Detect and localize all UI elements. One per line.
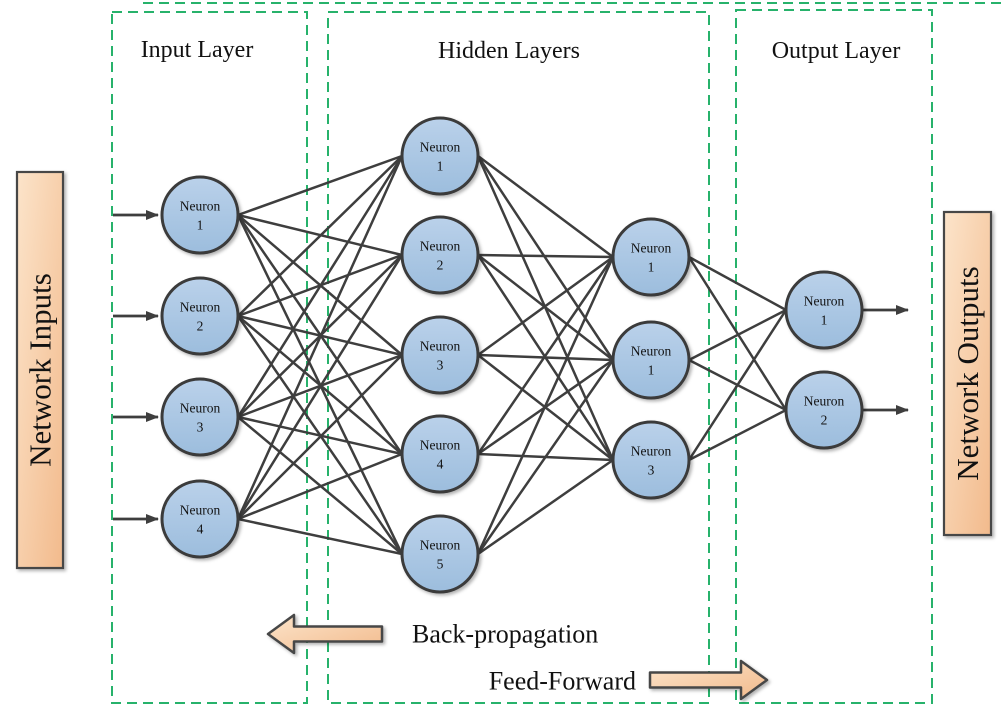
connection-line — [687, 255, 788, 312]
neuron-label: Neuron — [420, 339, 461, 354]
neuron-number: 3 — [648, 463, 655, 478]
connection-line — [687, 308, 788, 462]
neuron-number: 1 — [648, 363, 655, 378]
network-inputs-box — [15, 170, 65, 570]
neuron-number: 1 — [437, 159, 444, 174]
connection-line — [476, 255, 615, 456]
hidden-layer-1-neuron-circle — [400, 514, 480, 594]
neuron-label: Neuron — [420, 538, 461, 553]
neuron-number: 2 — [437, 258, 444, 273]
neuron-label: Neuron — [420, 438, 461, 453]
neuron-label: Neuron — [420, 239, 461, 254]
input-layer-neuron-circle — [160, 479, 240, 559]
neuron-label: Neuron — [180, 503, 221, 518]
layer-box-1 — [327, 11, 710, 704]
connection-line — [236, 154, 404, 217]
neuron-label: Neuron — [804, 294, 845, 309]
hidden-layer-1-neuron-circle — [400, 215, 480, 295]
connection-line — [236, 154, 404, 318]
connection-line — [236, 154, 404, 521]
side-box-label: Network Outputs — [950, 266, 985, 480]
hidden-layer-2-neuron-circle — [611, 320, 691, 400]
neuron-number: 3 — [437, 358, 444, 373]
neuron-number: 4 — [197, 522, 204, 537]
hidden-layer-1-neuron-circle — [400, 414, 480, 494]
connection-line — [476, 255, 615, 357]
neuron-label: Neuron — [631, 344, 672, 359]
connection-line — [236, 253, 404, 521]
connection-line — [687, 255, 788, 412]
layer-box-title: Input Layer — [141, 37, 254, 63]
hidden-layer-1-neuron-circle — [400, 315, 480, 395]
neuron-number: 4 — [437, 457, 444, 472]
hidden-layer-1-neuron-circle — [400, 116, 480, 196]
neuron-number: 1 — [821, 313, 828, 328]
input-layer-neuron-circle — [160, 276, 240, 356]
network-outputs-box — [942, 210, 993, 537]
neuron-label: Neuron — [804, 394, 845, 409]
neuron-number: 5 — [437, 557, 444, 572]
feed-forward-arrow-icon — [648, 659, 769, 701]
hidden-layer-2-neuron-circle — [611, 420, 691, 500]
neuron-label: Neuron — [631, 241, 672, 256]
neuron-label: Neuron — [631, 444, 672, 459]
connection-line — [236, 517, 404, 556]
layer-box-0 — [111, 11, 308, 704]
layer-box-2 — [735, 9, 933, 704]
neuron-number: 2 — [197, 319, 204, 334]
output-layer-neuron-circle — [784, 370, 864, 450]
neuron-label: Neuron — [180, 300, 221, 315]
flow-arrow-label: Feed-Forward — [489, 667, 636, 696]
input-layer-neuron-circle — [160, 175, 240, 255]
connection-line — [236, 154, 404, 419]
neuron-number: 3 — [197, 420, 204, 435]
neuron-label: Neuron — [420, 140, 461, 155]
flow-arrow-label: Back-propagation — [412, 620, 598, 649]
back-propagation-arrow-icon — [266, 613, 384, 655]
neuron-label: Neuron — [180, 199, 221, 214]
input-layer-neuron-circle — [160, 377, 240, 457]
connection-line — [476, 358, 615, 556]
connection-line — [476, 458, 615, 556]
layer-box-title: Hidden Layers — [438, 38, 580, 64]
side-box-label: Network Inputs — [23, 273, 58, 467]
connection-line — [476, 154, 615, 362]
connection-line — [687, 408, 788, 462]
neuron-number: 2 — [821, 413, 828, 428]
connection-line — [476, 253, 615, 259]
neuron-label: Neuron — [180, 401, 221, 416]
neuron-number: 1 — [648, 260, 655, 275]
neuron-number: 1 — [197, 218, 204, 233]
connection-line — [236, 353, 404, 521]
layer-box-title: Output Layer — [772, 38, 901, 64]
connection-line — [687, 308, 788, 362]
connection-line — [236, 452, 404, 521]
hidden-layer-2-neuron-circle — [611, 217, 691, 297]
connection-line — [476, 255, 615, 556]
output-layer-neuron-circle — [784, 270, 864, 350]
connection-line — [476, 154, 615, 259]
